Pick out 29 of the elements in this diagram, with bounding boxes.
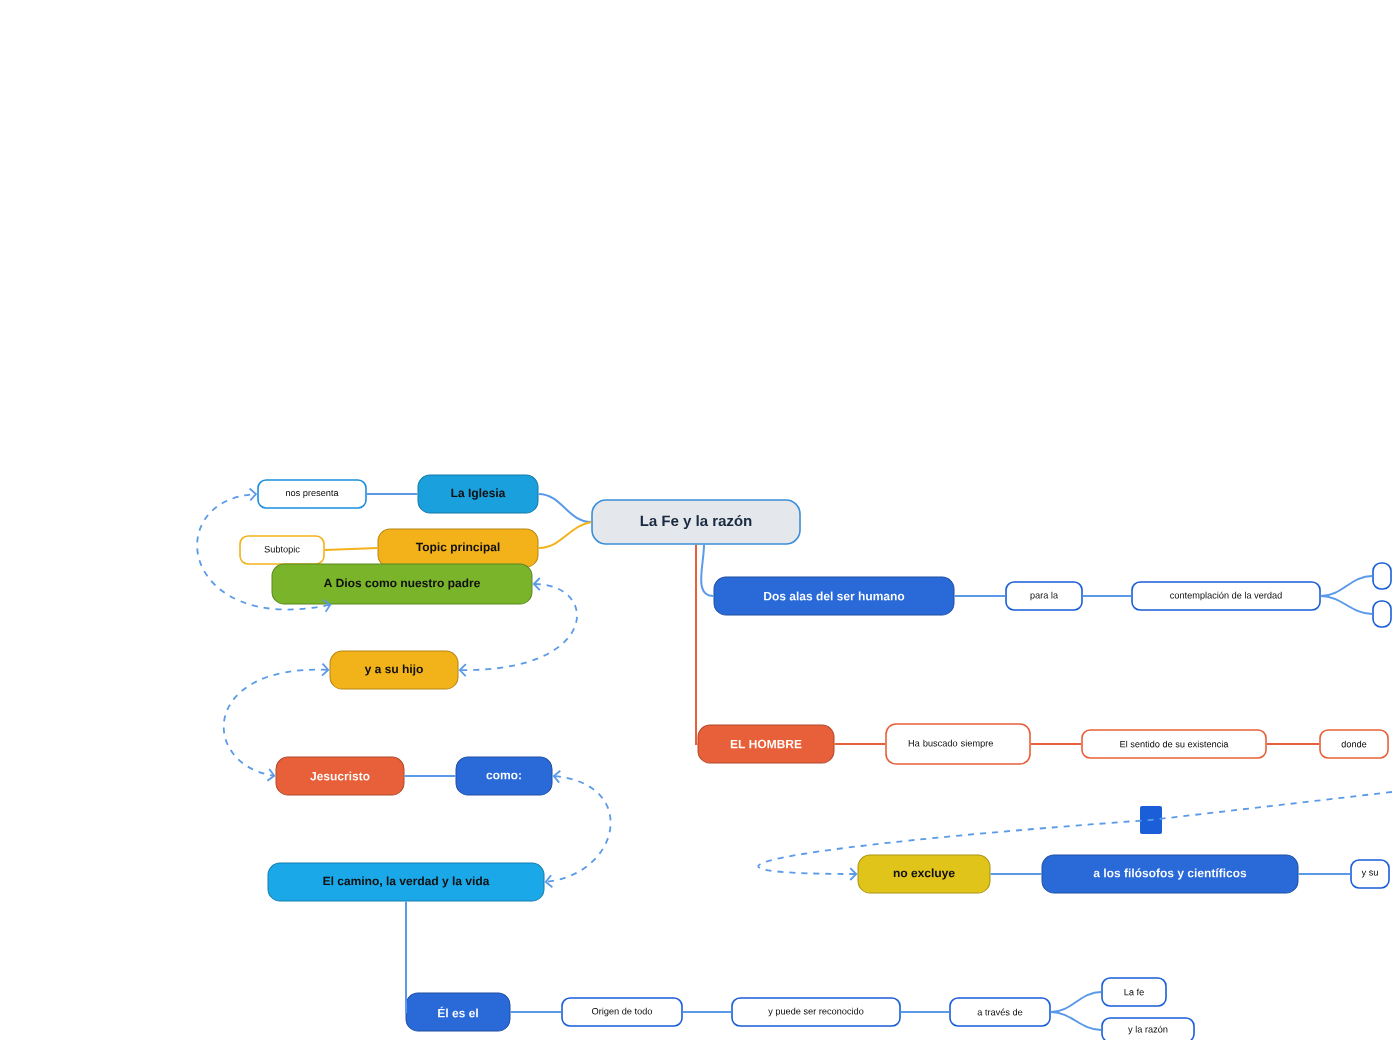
arrow bbox=[196, 487, 332, 613]
connector bbox=[953, 595, 1007, 597]
connector bbox=[695, 543, 699, 745]
arrow bbox=[544, 769, 612, 889]
connector bbox=[899, 1011, 951, 1013]
connector bbox=[1049, 1011, 1103, 1031]
connector bbox=[1319, 595, 1374, 615]
connector bbox=[1265, 743, 1321, 745]
empty-box bbox=[1372, 562, 1392, 590]
connector bbox=[1029, 743, 1083, 745]
connector bbox=[509, 1011, 563, 1013]
connector bbox=[833, 743, 887, 745]
connector bbox=[403, 775, 457, 777]
arrow bbox=[222, 662, 330, 782]
empty-box bbox=[1372, 600, 1392, 628]
connector bbox=[365, 493, 419, 495]
connector bbox=[404, 900, 407, 1013]
connector bbox=[323, 547, 379, 551]
connector bbox=[537, 493, 593, 523]
connector bbox=[1297, 873, 1352, 875]
connector bbox=[537, 521, 593, 549]
connector bbox=[1081, 595, 1133, 597]
connector bbox=[681, 1011, 733, 1013]
connector bbox=[989, 873, 1043, 875]
arrow bbox=[757, 791, 1392, 881]
connector bbox=[1319, 575, 1374, 597]
connector bbox=[700, 543, 715, 597]
connector bbox=[1049, 991, 1103, 1013]
arrow bbox=[458, 577, 578, 677]
